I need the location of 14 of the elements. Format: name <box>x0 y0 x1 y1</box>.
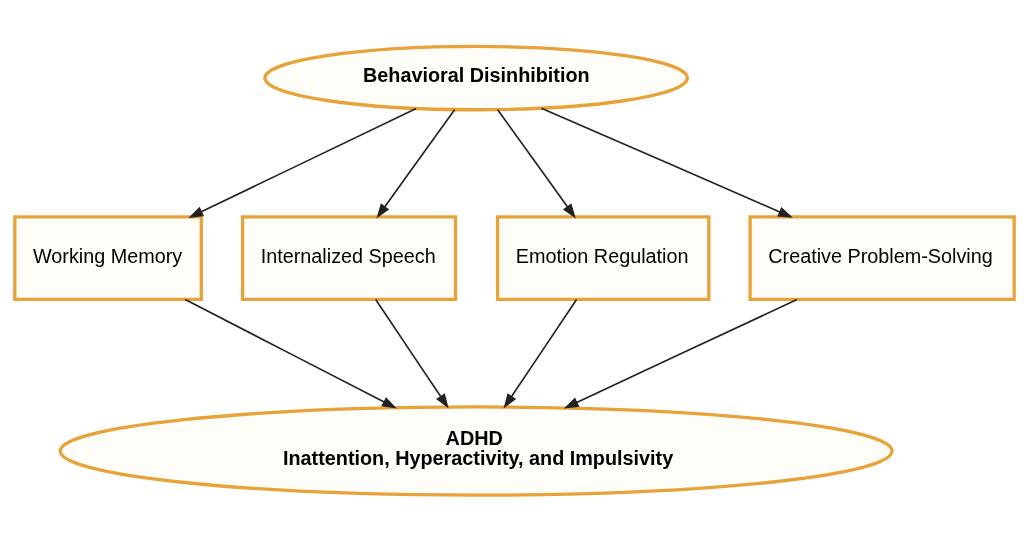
node-ellipse: ADHD Inattention, Hyperactivity, and Impulsivity <box>58 405 894 497</box>
node-box: Internalized Speech <box>240 215 458 302</box>
arrow <box>376 108 456 219</box>
arrow <box>374 298 449 409</box>
node-box: Working Memory <box>13 215 203 302</box>
arrow <box>503 298 578 409</box>
node-ellipse: Behavioral Disinhibition <box>263 44 689 112</box>
arrow <box>563 298 798 409</box>
arrow <box>496 108 576 219</box>
arrow <box>540 107 793 218</box>
arrow <box>184 298 397 409</box>
arrow <box>188 107 417 218</box>
node-box: Creative Problem-Solving <box>748 215 1016 302</box>
node-box: Emotion Regulation <box>495 215 711 302</box>
